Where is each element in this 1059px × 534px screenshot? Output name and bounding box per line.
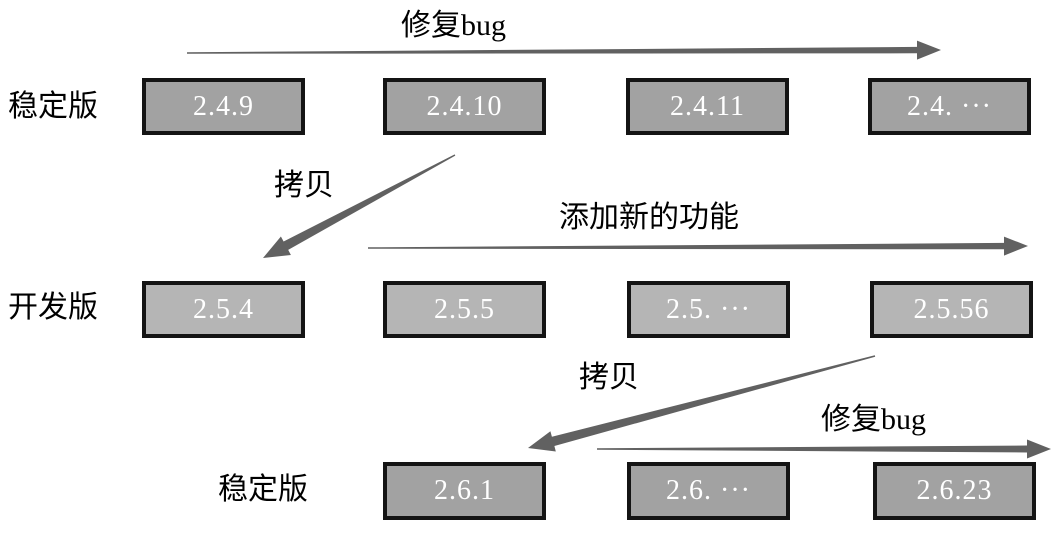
fix-bug-bottom-label: 修复bug — [821, 403, 926, 436]
version-box-2-5-more: 2.5. ··· — [627, 281, 790, 338]
copy-arrow-1 — [263, 154, 456, 258]
version-box-2-4-11: 2.4.11 — [626, 78, 789, 135]
fix-bug-top-arrow — [187, 40, 941, 60]
copy-1-label: 拷贝 — [274, 169, 334, 202]
row-label-dev-2-5: 开发版 — [8, 291, 98, 324]
version-box-2-5-4: 2.5.4 — [142, 281, 305, 338]
fix-bug-top-label: 修复bug — [401, 9, 506, 42]
copy-2-label: 拷贝 — [579, 361, 639, 394]
row-label-stable-2-4: 稳定版 — [8, 90, 98, 123]
row-label-stable-2-6: 稳定版 — [218, 473, 308, 506]
copy-arrow-2 — [528, 355, 876, 452]
version-box-2-6-more: 2.6. ··· — [627, 462, 790, 520]
version-box-2-6-1: 2.6.1 — [383, 462, 546, 520]
version-box-2-5-5: 2.5.5 — [383, 281, 546, 338]
version-box-2-4-more: 2.4. ··· — [868, 78, 1031, 135]
version-box-2-6-23: 2.6.23 — [873, 462, 1036, 520]
add-features-arrow — [368, 236, 1028, 256]
fix-bug-bottom-arrow — [597, 439, 1051, 459]
add-features-label: 添加新的功能 — [559, 201, 739, 234]
version-box-2-4-9: 2.4.9 — [142, 78, 305, 135]
version-box-2-4-10: 2.4.10 — [383, 78, 546, 135]
version-box-2-5-56: 2.5.56 — [870, 281, 1033, 338]
